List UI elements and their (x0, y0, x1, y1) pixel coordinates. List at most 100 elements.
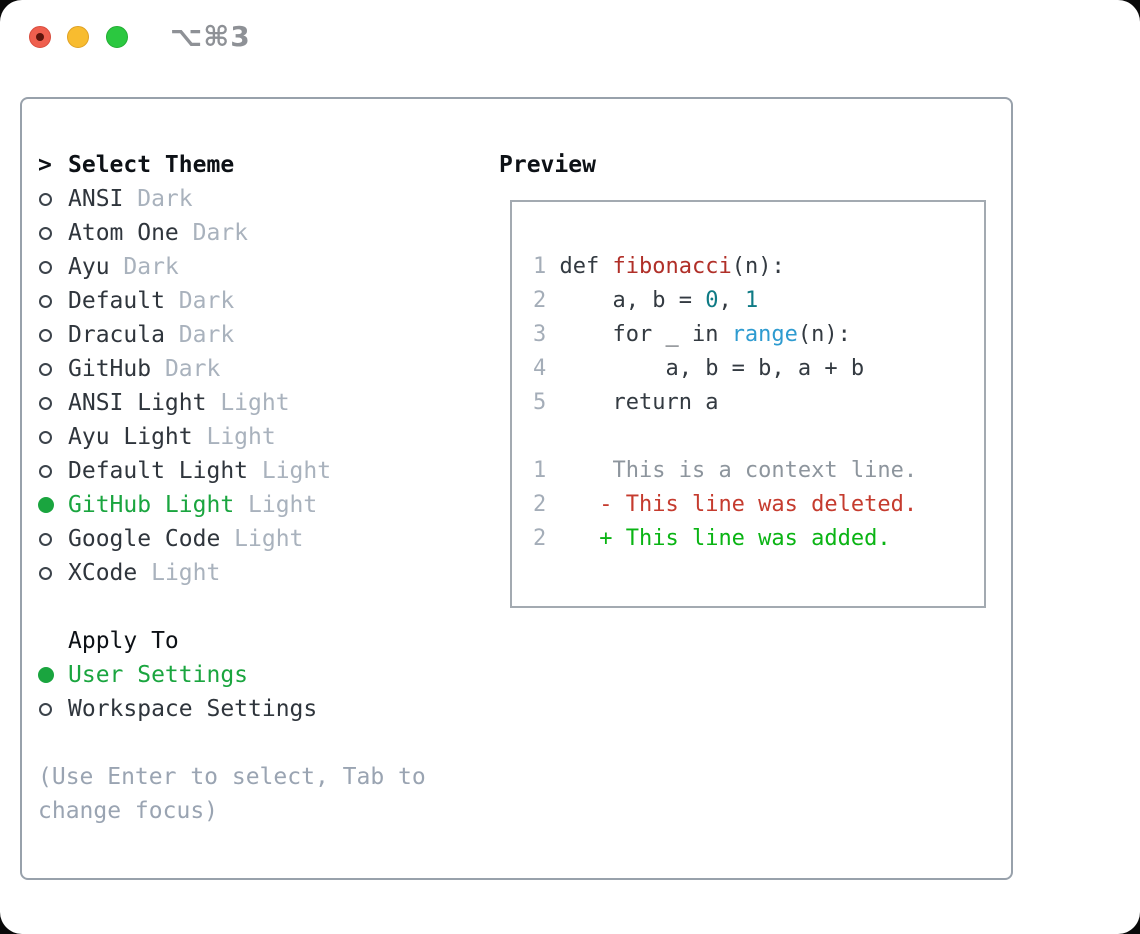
code-line: 2 a, b = 0, 1 (533, 284, 984, 318)
theme-item-variant: Light (151, 560, 221, 586)
radio-circle (39, 226, 52, 240)
theme-item[interactable]: ANSI Light Light (38, 386, 478, 420)
theme-item-variant: Light (248, 492, 318, 518)
code-segment-number: 0 (705, 288, 719, 313)
radio-circle (39, 362, 52, 376)
apply-to-item[interactable]: Workspace Settings (38, 692, 478, 726)
code-segment-added: + This line was added. (559, 526, 891, 551)
focus-caret-icon: > (38, 152, 52, 178)
theme-item[interactable]: ANSI Dark (38, 182, 478, 216)
theme-item-label: XCode (68, 560, 138, 586)
radio-icon[interactable] (38, 362, 68, 376)
code-segment-deleted: - This line was deleted. (559, 492, 918, 517)
code-segment-default: a, b = (559, 288, 706, 313)
radio-circle (39, 294, 52, 308)
radio-icon[interactable] (38, 192, 68, 206)
help-text: (Use Enter to select, Tab to change focu… (38, 764, 426, 824)
theme-item-variant: Light (261, 458, 332, 484)
theme-item-label: Ayu (68, 254, 110, 280)
radio-selected-icon[interactable] (38, 667, 68, 683)
theme-item-label: ANSI (68, 186, 124, 212)
code-segment-default: , (718, 288, 745, 313)
apply-to-item[interactable]: User Settings (38, 658, 478, 692)
theme-item-label: Google Code (68, 526, 221, 552)
code-line (533, 420, 984, 454)
theme-item-label: ANSI Light (68, 390, 207, 416)
close-button[interactable] (29, 26, 51, 48)
radio-circle (39, 192, 52, 206)
titlebar: ⌥⌘3 (0, 0, 1140, 97)
apply-to-item-label: Workspace Settings (68, 696, 318, 722)
code-line: 5 return a (533, 386, 984, 420)
code-line: 4 a, b = b, a + b (533, 352, 984, 386)
radio-circle (39, 260, 52, 274)
code-line: 3 for _ in range(n): (533, 318, 984, 352)
radio-icon[interactable] (38, 464, 68, 478)
theme-item-variant: Light (220, 390, 290, 416)
apply-to-header-row: Apply To (38, 624, 478, 658)
radio-circle (39, 396, 52, 410)
code-segment-linenum: 5 (533, 390, 560, 415)
radio-icon[interactable] (38, 294, 68, 308)
radio-icon[interactable] (38, 532, 68, 546)
radio-icon[interactable] (38, 328, 68, 342)
theme-item-label: Atom One (68, 220, 179, 246)
theme-item[interactable]: Ayu Light Light (38, 420, 478, 454)
code-segment-linenum: 1 (533, 254, 560, 279)
theme-item-variant: Dark (178, 288, 235, 314)
theme-item[interactable]: Default Dark (38, 284, 478, 318)
code-segment-linenum: 3 (533, 322, 560, 347)
minimize-button[interactable] (67, 26, 89, 48)
radio-circle (38, 667, 54, 683)
theme-item-label: Ayu Light (68, 424, 193, 450)
theme-item[interactable]: Ayu Dark (38, 250, 478, 284)
theme-item[interactable]: XCode Light (38, 556, 478, 590)
code-segment-builtin: range (731, 322, 798, 347)
zoom-button[interactable] (106, 26, 128, 48)
theme-item[interactable]: Dracula Dark (38, 318, 478, 352)
code-line: 2 + This line was added. (533, 522, 984, 556)
theme-item[interactable]: Default Light Light (38, 454, 478, 488)
theme-item-label: Default Light (68, 458, 249, 484)
radio-circle (39, 464, 52, 478)
code-line: 1 This is a context line. (533, 454, 984, 488)
code-segment-linenum: 1 (533, 458, 560, 483)
code-segment-linenum: 2 (533, 492, 560, 517)
code-line: 1 def fibonacci(n): (533, 250, 984, 284)
radio-icon[interactable] (38, 226, 68, 240)
radio-circle (39, 430, 52, 444)
radio-icon[interactable] (38, 702, 68, 716)
theme-item-variant: Dark (123, 254, 179, 280)
code-line: 2 - This line was deleted. (533, 488, 984, 522)
radio-icon[interactable] (38, 430, 68, 444)
theme-item-label: Default (68, 288, 165, 314)
code-segment-linenum: 2 (533, 526, 560, 551)
window-title: ⌥⌘3 (170, 20, 251, 53)
radio-icon[interactable] (38, 260, 68, 274)
theme-item-label: GitHub (68, 356, 152, 382)
code-segment-default: def (559, 254, 613, 279)
radio-icon[interactable] (38, 566, 68, 580)
radio-circle (38, 497, 54, 513)
theme-item-variant: Light (206, 424, 276, 450)
apply-to-item-label: User Settings (68, 662, 249, 688)
radio-icon[interactable] (38, 396, 68, 410)
code-segment-function: fibonacci (612, 254, 732, 279)
theme-item-variant: Dark (137, 186, 193, 212)
code-segment-default: (n): (797, 322, 851, 347)
code-segment-context: This is a context line. (559, 458, 918, 483)
code-segment-default: for _ in (559, 322, 732, 347)
theme-item-label: Dracula (68, 322, 165, 348)
radio-circle (39, 702, 52, 716)
apply-to-title: Apply To (68, 628, 179, 654)
theme-item-variant: Dark (178, 322, 235, 348)
code-segment-number: 1 (744, 288, 759, 313)
radio-selected-icon[interactable] (38, 497, 68, 513)
